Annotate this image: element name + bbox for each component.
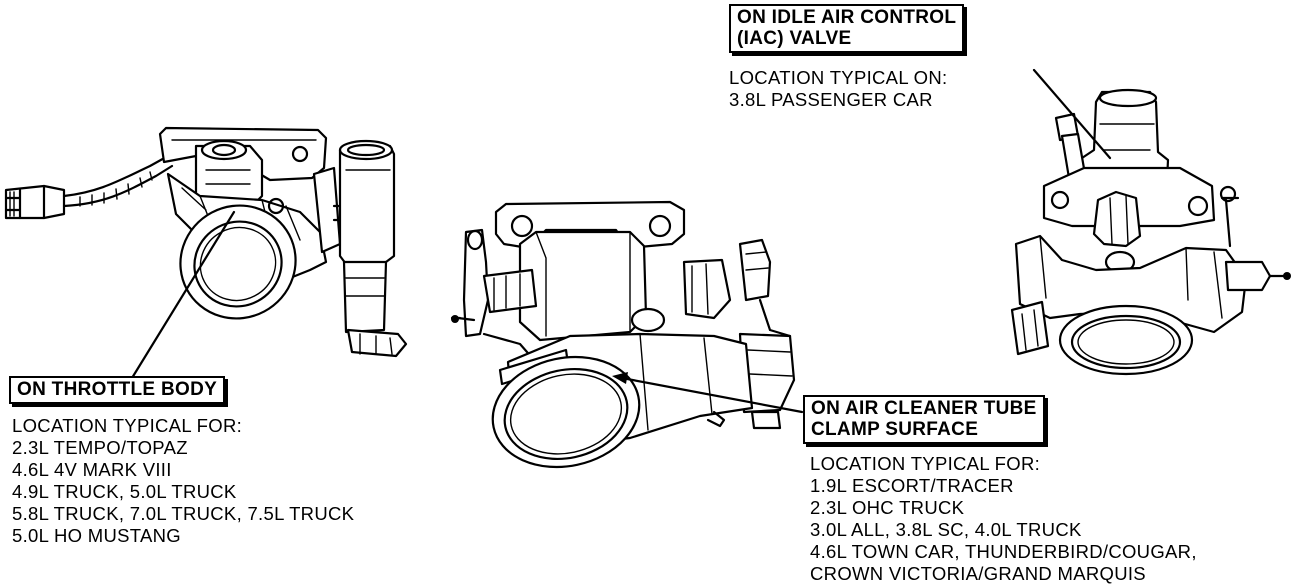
air-cleaner-location-line-5: 4.6L TOWN CAR, THUNDERBIRD/COUGAR,: [810, 541, 1197, 562]
throttle-body-title-line-1: ON THROTTLE BODY: [17, 379, 218, 400]
air-cleaner-location-line-2: 1.9L ESCORT/TRACER: [810, 475, 1014, 496]
throttle-body-location-line-6: 5.0L HO MUSTANG: [12, 525, 181, 546]
throttle-body-location-line-1: LOCATION TYPICAL FOR:: [12, 415, 243, 436]
throttle-body-location-text: LOCATION TYPICAL FOR: 2.3L TEMPO/TOPAZ 4…: [12, 415, 354, 547]
throttle-body-callout-title: ON THROTTLE BODY: [9, 376, 226, 404]
throttle-body-leader-line: [130, 210, 236, 380]
center-throttle-body-illustration: [450, 200, 796, 469]
iac-title-line-1: ON IDLE AIR CONTROL: [737, 7, 957, 28]
air-cleaner-location-text: LOCATION TYPICAL FOR: 1.9L ESCORT/TRACER…: [810, 453, 1197, 585]
air-cleaner-location-line-6: CROWN VICTORIA/GRAND MARQUIS: [810, 563, 1146, 584]
iac-title-line-2: (IAC) VALVE: [737, 28, 852, 49]
air-cleaner-location-line-1: LOCATION TYPICAL FOR:: [810, 453, 1041, 474]
air-cleaner-location-line-3: 2.3L OHC TRUCK: [810, 497, 965, 518]
throttle-body-location-line-4: 4.9L TRUCK, 5.0L TRUCK: [12, 481, 237, 502]
iac-leader-line: [1032, 68, 1112, 160]
air-cleaner-title-line-1: ON AIR CLEANER TUBE: [811, 398, 1037, 419]
right-throttle-body-illustration: [1010, 88, 1291, 376]
air-cleaner-callout-title: ON AIR CLEANER TUBE CLAMP SURFACE: [803, 395, 1045, 444]
throttle-body-location-line-2: 2.3L TEMPO/TOPAZ: [12, 437, 188, 458]
iac-location-text: LOCATION TYPICAL ON: 3.8L PASSENGER CAR: [729, 67, 947, 111]
left-throttle-body-illustration: [4, 126, 408, 358]
throttle-body-location-line-5: 5.8L TRUCK, 7.0L TRUCK, 7.5L TRUCK: [12, 503, 355, 524]
air-cleaner-location-line-4: 3.0L ALL, 3.8L SC, 4.0L TRUCK: [810, 519, 1082, 540]
air-cleaner-leader-line: [620, 376, 804, 414]
iac-location-line-1: LOCATION TYPICAL ON:: [729, 67, 948, 88]
iac-location-line-2: 3.8L PASSENGER CAR: [729, 89, 933, 110]
throttle-body-location-line-3: 4.6L 4V MARK VIII: [12, 459, 172, 480]
iac-callout-title: ON IDLE AIR CONTROL (IAC) VALVE: [729, 4, 965, 53]
air-cleaner-title-line-2: CLAMP SURFACE: [811, 419, 979, 440]
